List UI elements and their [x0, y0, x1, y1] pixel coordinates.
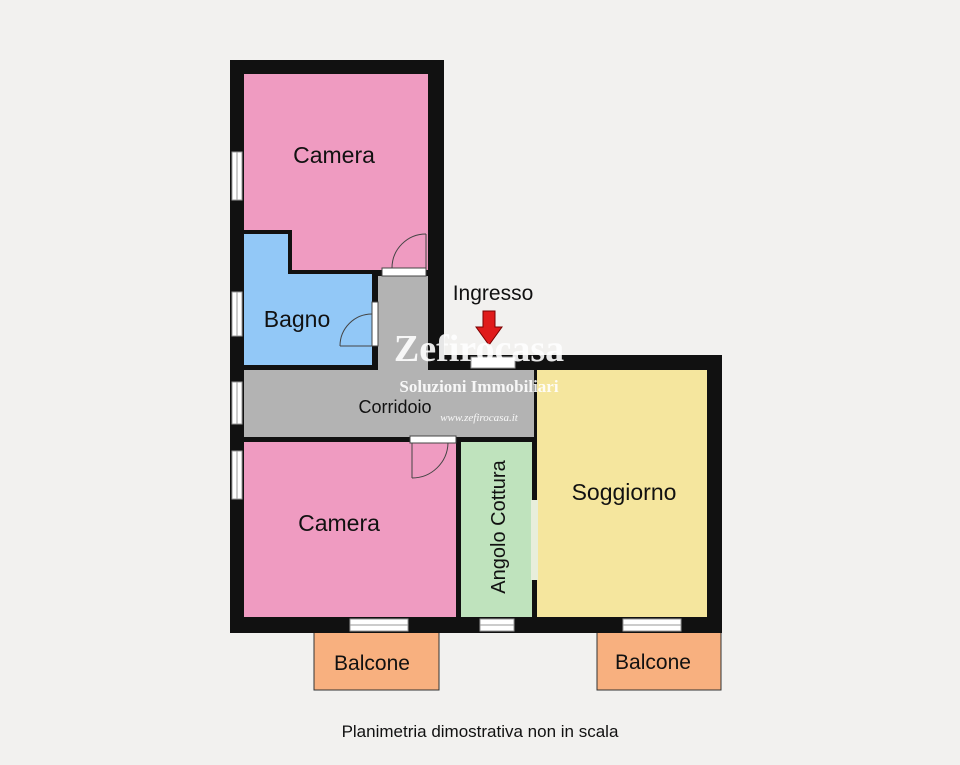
plan-caption: Planimetria dimostrativa non in scala — [341, 722, 619, 741]
room-camera-bottom — [244, 442, 456, 617]
room-bagno — [244, 234, 372, 365]
open-partition — [531, 500, 538, 580]
watermark-brand: Zefirocasa — [394, 328, 564, 370]
watermark-url: www.zefirocasa.it — [440, 412, 519, 424]
room-camera-top — [244, 74, 428, 270]
room-angolo-cottura — [461, 442, 532, 617]
entrance-arrow-icon — [475, 310, 503, 346]
room-corridoio — [244, 276, 534, 437]
balcony-left — [313, 631, 440, 691]
entrance-label: Ingresso — [453, 282, 534, 305]
watermark-tagline: Soluzioni Immobiliari — [399, 377, 558, 396]
room-label-camera-bottom: Camera — [298, 510, 380, 536]
door-swings — [339, 233, 449, 479]
room-label-soggiorno: Soggiorno — [572, 479, 677, 505]
room-label-camera-top: Camera — [293, 142, 375, 168]
doors — [371, 267, 457, 444]
room-label-corridoio: Corridoio — [358, 397, 431, 417]
room-label-balcone-right: Balcone — [615, 651, 691, 674]
room-label-angolo-cottura: Angolo Cottura — [488, 459, 510, 593]
room-label-balcone-left: Balcone — [334, 652, 410, 675]
watermark: Zefirocasa Soluzioni Immobiliari www.zef… — [394, 328, 564, 424]
room-soggiorno — [537, 370, 707, 617]
room-label-bagno: Bagno — [264, 306, 331, 332]
balcony-right — [596, 631, 722, 691]
